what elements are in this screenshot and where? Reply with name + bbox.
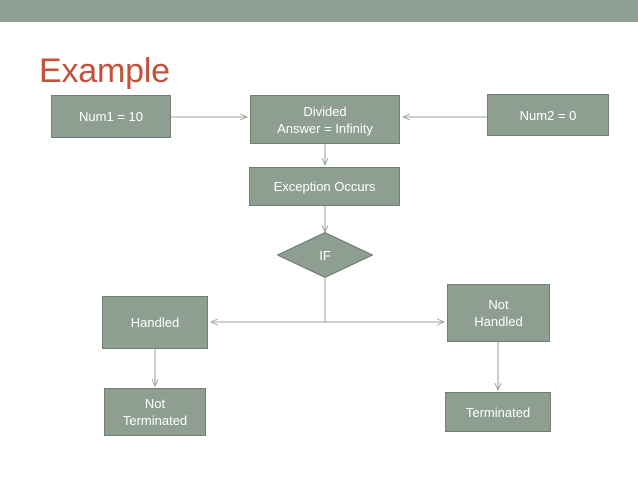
page-title: Example <box>39 52 170 90</box>
node-handled[interactable]: Handled <box>102 296 208 349</box>
node-divided-answer[interactable]: Divided Answer = Infinity <box>250 95 400 144</box>
node-num2[interactable]: Num2 = 0 <box>487 94 609 136</box>
diamond-shape <box>277 232 373 278</box>
node-if-decision[interactable]: IF <box>277 232 373 278</box>
node-not-terminated[interactable]: Not Terminated <box>104 388 206 436</box>
node-not-handled[interactable]: Not Handled <box>447 284 550 342</box>
node-terminated[interactable]: Terminated <box>445 392 551 432</box>
slide-top-bar <box>0 0 638 22</box>
node-if-label: IF <box>319 247 331 263</box>
node-exception-occurs[interactable]: Exception Occurs <box>249 167 400 206</box>
node-num1[interactable]: Num1 = 10 <box>51 95 171 138</box>
